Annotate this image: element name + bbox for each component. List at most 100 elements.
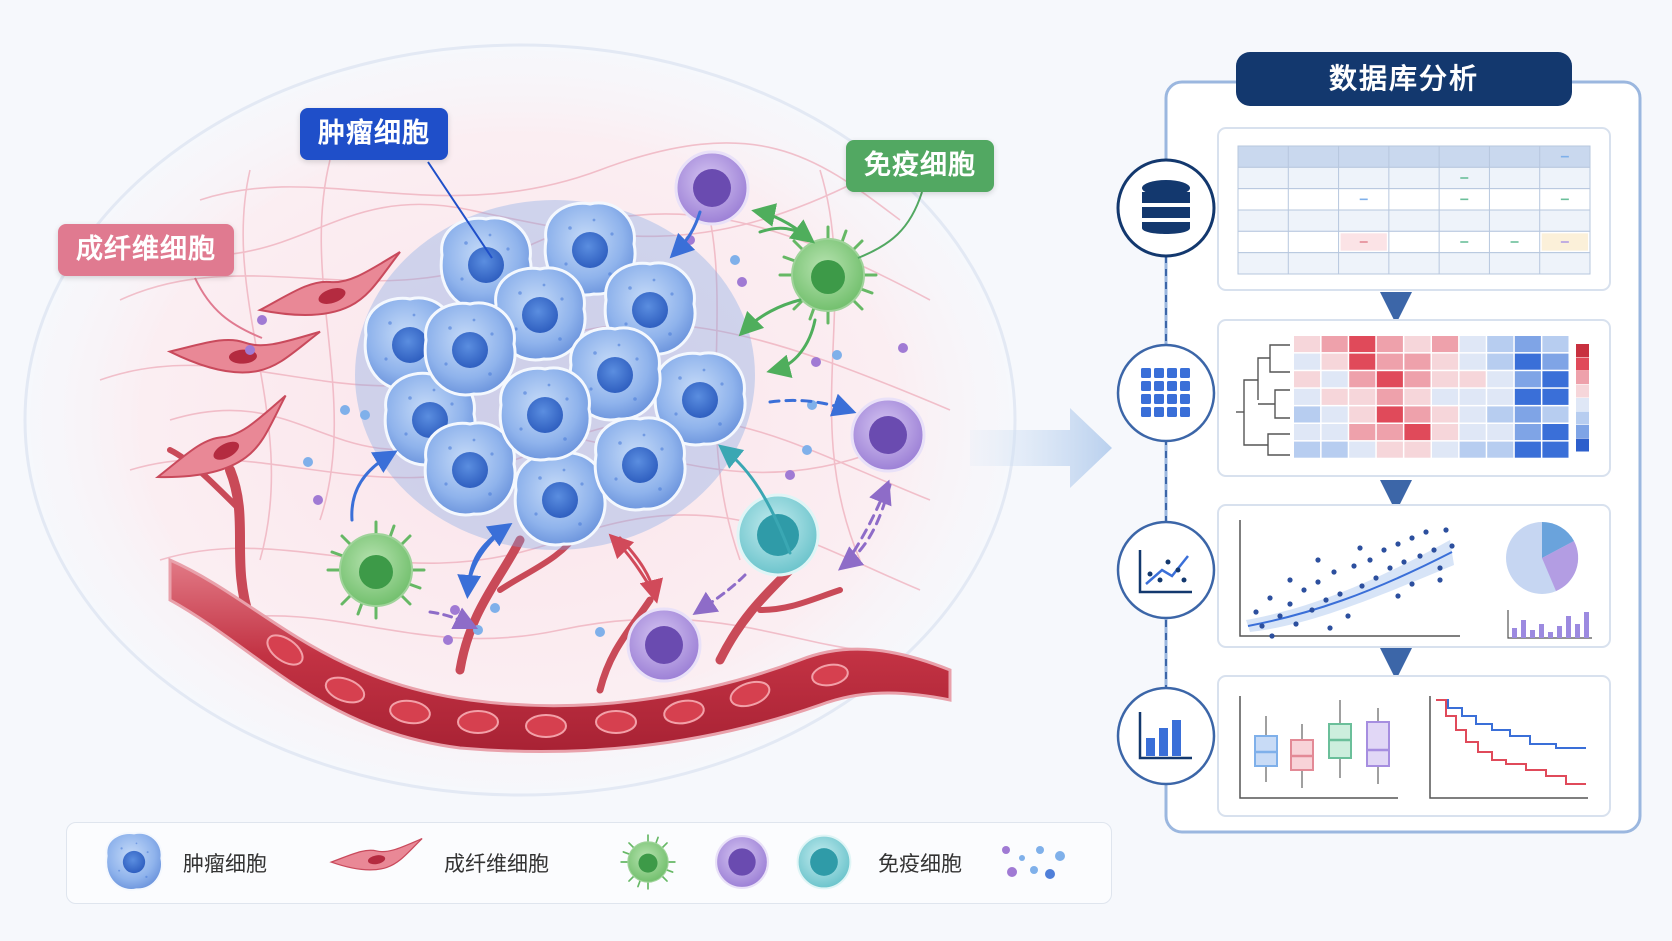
heatmap-cell [1294, 441, 1321, 458]
mini-bar [1557, 626, 1562, 638]
heatmap-cell [1487, 424, 1514, 441]
heatmap-cell [1487, 388, 1514, 405]
table-row [1237, 188, 1591, 211]
heatmap-cell [1459, 371, 1486, 388]
heatmap-cell [1404, 336, 1431, 353]
scatter-point [1367, 557, 1373, 563]
heatmap-cell [1432, 371, 1459, 388]
grid-icon-cell [1167, 381, 1177, 391]
mini-bar [1539, 624, 1544, 638]
heatmap-cell [1349, 424, 1376, 441]
immune-cell-green [326, 520, 426, 620]
mini-bar [1548, 632, 1553, 638]
heatmap-cell [1349, 353, 1376, 370]
immune-cell-purple [626, 607, 702, 683]
grid-icon [1116, 343, 1216, 443]
red-blood-cells [266, 634, 849, 738]
heatmap-cell [1542, 424, 1569, 441]
grid-icon-cell [1167, 407, 1177, 417]
grid-icon-cell [1154, 381, 1164, 391]
scatter-point [1449, 543, 1455, 549]
dendrogram [1236, 344, 1290, 456]
heatmap-cell [1514, 441, 1541, 458]
mini-bar [1530, 630, 1535, 638]
scatter-point [1437, 565, 1443, 571]
heatmap-cell [1404, 388, 1431, 405]
heatmap-cell [1514, 388, 1541, 405]
heatmap-cell [1487, 441, 1514, 458]
heatmap-cell [1349, 441, 1376, 458]
scatter-point [1259, 623, 1265, 629]
heatmap-cell [1294, 406, 1321, 423]
scatter-point [1381, 547, 1387, 553]
immune-cell-purple [674, 150, 750, 226]
scatter-point [1345, 613, 1351, 619]
bar-chart-icon [1116, 686, 1216, 786]
heatmap-cell [1432, 388, 1459, 405]
heatmap-cell [1459, 388, 1486, 405]
heatmap-cell [1487, 353, 1514, 370]
heatmap-scale-step [1576, 398, 1589, 411]
scatter-point [1359, 583, 1365, 589]
scatter-point [1287, 577, 1293, 583]
heatmap-cell [1542, 336, 1569, 353]
heatmap-cell [1514, 424, 1541, 441]
heatmap-cell [1376, 336, 1403, 353]
table-row [1237, 230, 1591, 254]
heatmap-cell [1349, 406, 1376, 423]
scatter-point [1409, 535, 1415, 541]
scatter-point [1443, 527, 1449, 533]
scatter-point [1327, 625, 1333, 631]
heatmap-cell [1294, 353, 1321, 370]
scatter-point [1277, 613, 1283, 619]
heatmap-cell [1459, 336, 1486, 353]
scatter-point [1287, 601, 1293, 607]
heatmap-scale-step [1576, 384, 1589, 398]
heatmap-cell [1294, 424, 1321, 441]
heatmap-cell [1432, 406, 1459, 423]
table-row [1237, 209, 1591, 232]
grid-icon-cell [1180, 381, 1190, 391]
heatmap-cell [1349, 388, 1376, 405]
heatmap-color-scale [1576, 344, 1589, 452]
grid-icon-cell [1154, 394, 1164, 404]
mini-bar [1512, 628, 1517, 638]
grid-icon-cell [1167, 368, 1177, 378]
heatmap-cell [1459, 424, 1486, 441]
scatter-point [1267, 595, 1273, 601]
panel-title: 数据库分析 [1236, 52, 1572, 106]
heatmap-cell [1514, 353, 1541, 370]
heatmap-scale-step [1576, 411, 1589, 425]
tumor-cell [423, 421, 517, 517]
interaction-arrows [350, 203, 892, 630]
grid-icon-cell [1180, 394, 1190, 404]
scatter-point [1315, 557, 1321, 563]
mini-bar-chart [1507, 610, 1592, 639]
heatmap-cell [1294, 371, 1321, 388]
tumor-cell [593, 416, 687, 512]
scatter-point [1437, 577, 1443, 583]
heatmap-cell [1514, 406, 1541, 423]
heatmap-cell [1321, 353, 1348, 370]
grid-icon-cell [1141, 407, 1151, 417]
database-icon [1116, 158, 1216, 258]
heatmap-cell [1487, 406, 1514, 423]
mini-bar [1521, 620, 1526, 638]
heatmap-cell [1514, 371, 1541, 388]
heatmap-cell [1542, 371, 1569, 388]
heatmap-scale-step [1576, 438, 1589, 452]
immune-cell-green [778, 225, 878, 325]
scatter-point [1401, 559, 1407, 565]
label-callouts [194, 161, 923, 339]
scatter-point [1269, 633, 1275, 639]
heatmap-cell [1321, 371, 1348, 388]
heatmap-cell [1349, 336, 1376, 353]
heatmap-cell [1459, 441, 1486, 458]
heatmap-cell [1321, 424, 1348, 441]
tumor-cell [513, 451, 607, 547]
heatmap-cell [1321, 406, 1348, 423]
mini-bar [1584, 612, 1589, 638]
heatmap-cell [1432, 424, 1459, 441]
data-table [1237, 145, 1591, 275]
heatmap-cell [1542, 388, 1569, 405]
